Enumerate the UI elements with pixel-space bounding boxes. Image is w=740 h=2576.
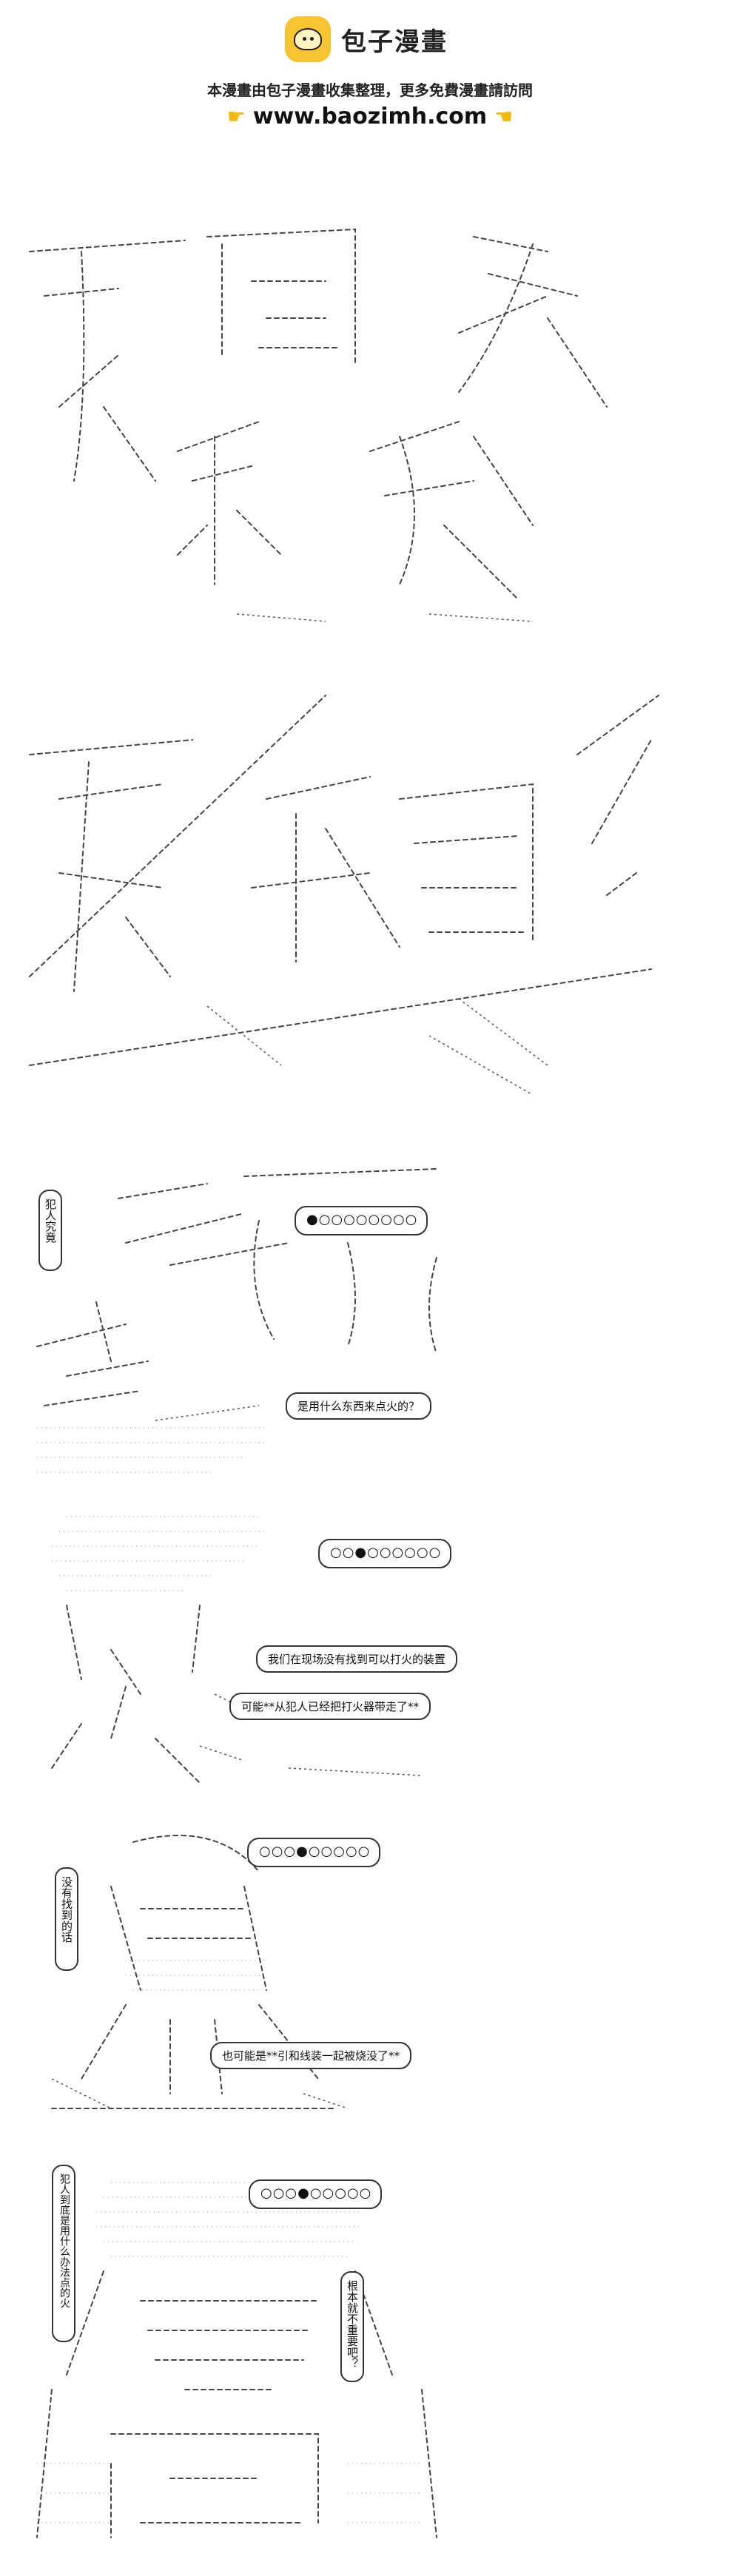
progress-dots-bubble: ○○○●○○○○○ bbox=[249, 2179, 382, 2209]
site-url-line: ☛www.baozimh.com☚ bbox=[0, 104, 740, 129]
progress-dots: ○○○●○○○○○ bbox=[259, 1844, 371, 1859]
panel-question-how: 犯人究竟 ●○○○○○○○○ 是用什么东西来点火的？ bbox=[22, 1154, 688, 1480]
site-notice: 本漫畫由包子漫畫收集整理，更多免費漫畫請訪問 bbox=[207, 81, 533, 99]
caption-bubble-vertical: 没有找到的话 bbox=[55, 1867, 78, 1971]
ascii-character-art bbox=[36, 2182, 437, 2538]
caption-bubble-vertical: 犯人究竟 bbox=[38, 1190, 62, 1271]
site-header: 包子漫畫 本漫畫由包子漫畫收集整理，更多免費漫畫請訪問 ☛www.baozimh… bbox=[0, 0, 740, 148]
pointing-hand-icon: ☛ bbox=[226, 104, 246, 129]
ascii-character-art bbox=[51, 1835, 349, 2109]
speech-bubble: 也可能是**引和线装一起被烧没了** bbox=[210, 2042, 412, 2069]
progress-dots-bubble: ○○●○○○○○○ bbox=[318, 1539, 451, 1568]
panel-does-not-matter: 犯人到底是用什么办法点的火 ○○○●○○○○○ 根本就不重要吧？ bbox=[22, 2153, 688, 2567]
site-logo[interactable]: 包子漫畫 bbox=[285, 16, 448, 62]
progress-dots: ○○○●○○○○○ bbox=[260, 2185, 372, 2201]
brand-name: 包子漫畫 bbox=[341, 27, 448, 57]
ascii-character-art bbox=[36, 1168, 437, 1473]
bun-logo-icon bbox=[285, 16, 331, 62]
speech-bubble: 可能**从犯人已经把打火器带走了** bbox=[229, 1693, 431, 1720]
panel-title-bottom bbox=[15, 651, 696, 1125]
pointing-hand-icon: ☚ bbox=[494, 104, 514, 129]
site-url-link[interactable]: www.baozimh.com bbox=[252, 104, 488, 129]
caption-bubble-vertical: 犯人到底是用什么办法点的火 bbox=[52, 2165, 75, 2342]
panel-title-top bbox=[15, 170, 696, 644]
panel-burned-away: 没有找到的话 ○○○●○○○○○ 也可能是**引和线装一起被烧没了** bbox=[22, 1827, 688, 2123]
ascii-art-lettering bbox=[29, 228, 608, 622]
progress-dots-bubble: ○○○●○○○○○ bbox=[247, 1838, 380, 1867]
panel-no-igniter: ○○●○○○○○○ 我们在现场没有找到可以打火的装置 可能**从犯人已经把打火器… bbox=[22, 1502, 688, 1798]
side-bubble-vertical: 根本就不重要吧？ bbox=[340, 2271, 364, 2382]
speech-bubble: 是用什么东西来点火的？ bbox=[286, 1392, 432, 1420]
ascii-art-lettering bbox=[29, 695, 659, 1096]
progress-dots: ○○●○○○○○○ bbox=[330, 1545, 442, 1560]
progress-dots: ●○○○○○○○○ bbox=[306, 1212, 418, 1227]
progress-dots-bubble: ●○○○○○○○○ bbox=[295, 1206, 428, 1235]
speech-bubble: 我们在现场没有找到可以打火的装置 bbox=[256, 1645, 458, 1673]
